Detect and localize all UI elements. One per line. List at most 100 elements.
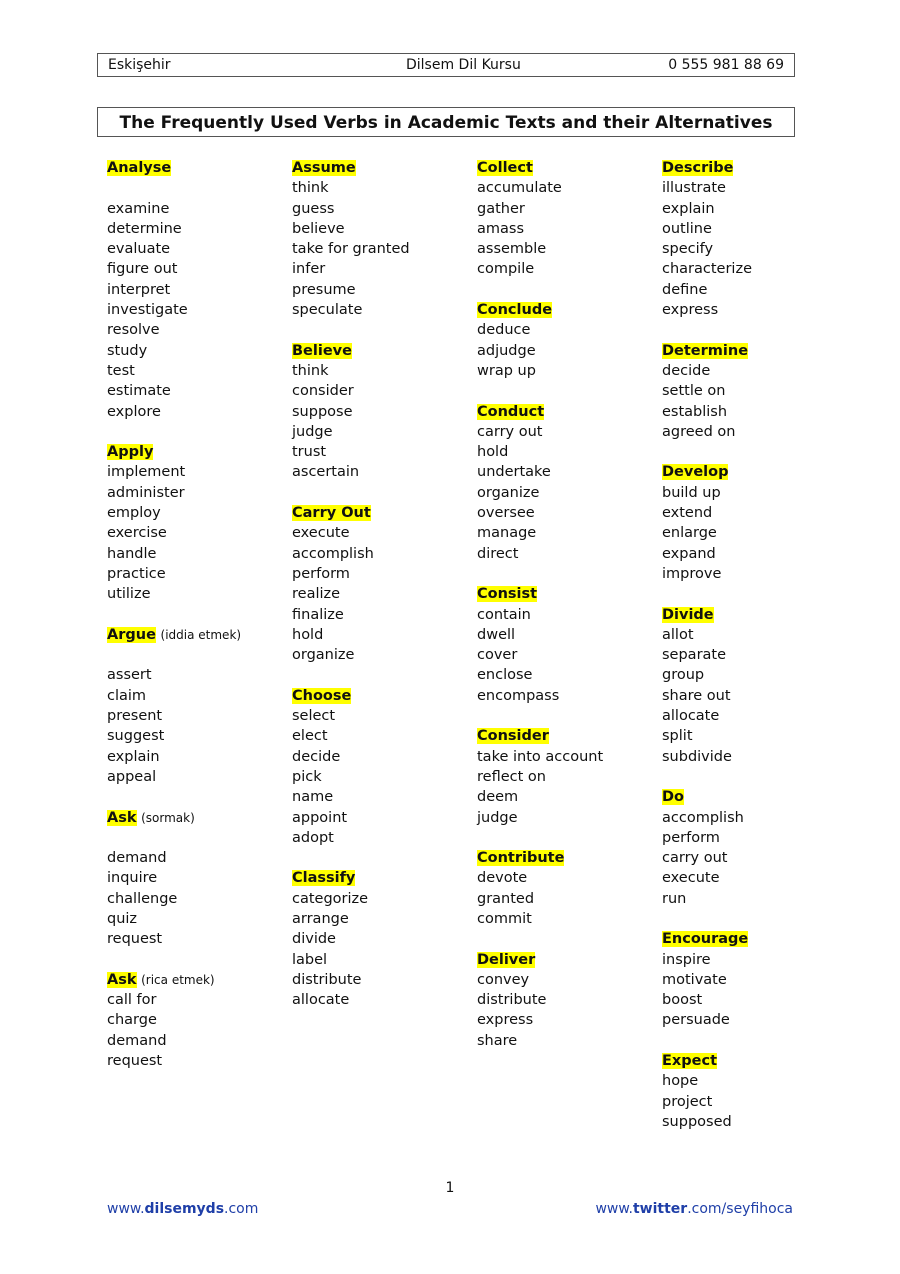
synonym-item: devote <box>477 870 528 887</box>
synonym-item: share out <box>662 687 731 704</box>
verb-heading: Carry Out <box>292 503 472 523</box>
synonym-item: granted <box>477 890 535 907</box>
synonym-item: contain <box>477 606 531 623</box>
synonym-item: implement <box>107 464 186 481</box>
spacer <box>477 280 657 300</box>
synonym-item: name <box>292 789 334 806</box>
synonym-item: demand <box>107 850 167 867</box>
synonym-item: explore <box>107 403 161 420</box>
verb-heading-label: Consist <box>477 586 538 603</box>
document-title: The Frequently Used Verbs in Academic Te… <box>97 107 795 137</box>
synonym-item: distribute <box>292 971 362 988</box>
synonym-item: enclose <box>477 667 533 684</box>
synonym-item: perform <box>292 565 350 582</box>
synonym-item: inquire <box>107 870 158 887</box>
verb-heading-label: Determine <box>662 342 749 359</box>
synonym-item: challenge <box>107 890 178 907</box>
synonym-item: improve <box>662 565 722 582</box>
synonym-item: hold <box>292 626 324 643</box>
spacer <box>662 1031 842 1051</box>
footer-right-suffix: .com/seyfihoca <box>687 1201 793 1217</box>
synonym-item: label <box>292 951 328 968</box>
synonym-item <box>107 828 287 848</box>
verb-heading: Consist <box>477 584 657 604</box>
synonym-item: present <box>107 708 163 725</box>
verb-heading: Apply <box>107 442 287 462</box>
synonym-item: examine <box>107 200 170 217</box>
verb-heading-label: Expect <box>662 1053 717 1070</box>
synonym-item: divide <box>292 931 336 948</box>
spacer <box>662 909 842 929</box>
synonym-item: judge <box>292 423 333 440</box>
verb-heading: Collect <box>477 158 657 178</box>
synonym-item: exercise <box>107 525 167 542</box>
synonym-item: run <box>662 890 687 907</box>
verb-heading-label: Describe <box>662 160 734 176</box>
spacer <box>292 320 472 340</box>
footer-twitter-link[interactable]: www.twitter.com/seyfihoca <box>595 1201 793 1217</box>
synonym-item: split <box>662 728 693 745</box>
verb-heading: Choose <box>292 686 472 706</box>
synonym-item <box>107 645 287 665</box>
verb-heading: Deliver <box>477 950 657 970</box>
synonym-item: allocate <box>662 708 720 725</box>
verb-heading: Expect <box>662 1051 842 1071</box>
verb-heading: Encourage <box>662 929 842 949</box>
synonym-item: assemble <box>477 241 547 258</box>
synonym-item: interpret <box>107 281 171 298</box>
footer-left-domain: dilsemyds <box>144 1201 225 1217</box>
synonym-item: characterize <box>662 261 752 278</box>
synonym-item: evaluate <box>107 241 171 258</box>
verb-heading: Argue (iddia etmek) <box>107 625 287 645</box>
verb-heading-label: Deliver <box>477 951 536 968</box>
synonym-item: perform <box>662 829 720 846</box>
header-phone: 0 555 981 88 69 <box>668 57 784 73</box>
synonym-item: demand <box>107 1032 167 1049</box>
synonym-item: establish <box>662 403 728 420</box>
verb-heading-label: Ask <box>107 809 137 826</box>
spacer <box>477 706 657 726</box>
synonym-item: deem <box>477 789 519 806</box>
synonym-item: practice <box>107 565 166 582</box>
spacer <box>107 950 287 970</box>
synonym-item: organize <box>477 484 540 501</box>
spacer <box>107 605 287 625</box>
verb-heading-label: Consider <box>477 728 549 745</box>
footer-right-prefix: www. <box>595 1201 633 1217</box>
synonym-item: supposed <box>662 1113 732 1130</box>
synonym-item: quiz <box>107 910 138 927</box>
verb-heading-label: Believe <box>292 342 352 359</box>
synonym-item: commit <box>477 910 532 927</box>
header-school: Dilsem Dil Kursu <box>406 57 521 73</box>
synonym-item: speculate <box>292 302 363 319</box>
verb-heading-label: Classify <box>292 870 356 887</box>
page-header: Eskişehir Dilsem Dil Kursu 0 555 981 88 … <box>97 53 795 77</box>
synonym-item: suggest <box>107 728 165 745</box>
synonym-item: explain <box>107 748 160 765</box>
synonym-item: execute <box>662 870 720 887</box>
verb-heading: Divide <box>662 605 842 625</box>
synonym-item: presume <box>292 281 356 298</box>
verb-heading-note: (rica etmek) <box>141 972 215 987</box>
verb-heading: Analyse <box>107 158 287 178</box>
verb-heading: Describe <box>662 158 842 178</box>
verb-heading: Consider <box>477 726 657 746</box>
synonym-item: wrap up <box>477 362 536 379</box>
synonym-item: allocate <box>292 992 350 1009</box>
synonym-item: illustrate <box>662 180 726 197</box>
synonym-item: assert <box>107 667 152 684</box>
spacer <box>662 584 842 604</box>
footer-website-link[interactable]: www.dilsemyds.com <box>107 1201 258 1217</box>
spacer <box>662 320 842 340</box>
verb-heading-label: Ask <box>107 971 137 988</box>
verb-heading: Classify <box>292 868 472 888</box>
synonym-item: estimate <box>107 383 171 400</box>
footer-right-domain: twitter <box>632 1201 688 1217</box>
synonym-item: undertake <box>477 464 551 481</box>
synonym-item: allot <box>662 626 694 643</box>
synonym-item: realize <box>292 586 341 603</box>
synonym-item: decide <box>292 748 341 765</box>
synonym-item: determine <box>107 220 182 237</box>
synonym-item: ascertain <box>292 464 360 481</box>
synonym-item: oversee <box>477 505 535 522</box>
